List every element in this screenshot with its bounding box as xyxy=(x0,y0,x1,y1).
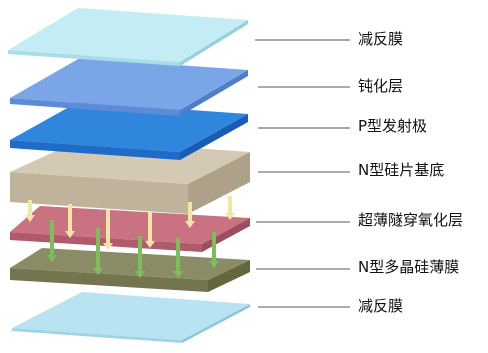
layer-6-front xyxy=(12,328,182,343)
arrow-yellow-3-head xyxy=(145,241,155,248)
arrow-yellow-4-shaft xyxy=(188,202,192,222)
layer-label-passivation: 钝化层 xyxy=(358,77,404,95)
arrow-yellow-2-shaft xyxy=(106,210,110,244)
arrow-green-2 xyxy=(135,236,145,278)
layer-label-tunnel-oxide: 超薄隧穿氧化层 xyxy=(358,211,464,229)
layer-6-top xyxy=(12,292,250,340)
layer-label-anti-reflection-top: 减反膜 xyxy=(358,30,404,48)
arrow-green-1-shaft xyxy=(96,228,100,269)
layer-0-side xyxy=(180,20,248,66)
layer-0-top xyxy=(8,8,248,62)
arrow-green-4-shaft xyxy=(212,232,216,262)
layer-2-front xyxy=(10,140,180,160)
arrow-green-0-shaft xyxy=(50,220,54,256)
arrow-green-1-head xyxy=(93,268,103,275)
arrow-yellow-5-head xyxy=(225,213,235,220)
arrow-green-4 xyxy=(209,232,219,268)
arrow-yellow-2 xyxy=(103,210,113,250)
arrow-yellow-1 xyxy=(65,204,75,238)
arrow-yellow-2-head xyxy=(103,243,113,250)
arrow-yellow-3-shaft xyxy=(148,212,152,242)
arrow-yellow-5 xyxy=(225,196,235,220)
layer-0-front xyxy=(8,50,180,66)
layer-2-top xyxy=(10,102,248,152)
arrow-green-0 xyxy=(47,220,57,262)
arrow-yellow-4 xyxy=(185,202,195,228)
layer-6-side xyxy=(182,304,250,343)
layer-3-front xyxy=(10,172,188,214)
arrow-yellow-1-shaft xyxy=(68,204,72,232)
arrows-group xyxy=(25,196,235,278)
layer-5-side xyxy=(208,260,250,292)
layer-label-n-silicon-substrate: N型硅片基底 xyxy=(358,161,445,179)
layer-2-side xyxy=(180,114,248,160)
arrow-green-3 xyxy=(173,238,183,278)
layer-1-top xyxy=(10,58,248,110)
layers-group xyxy=(8,8,250,343)
arrow-green-1 xyxy=(93,228,103,275)
arrow-green-3-shaft xyxy=(176,238,180,272)
layer-5-front xyxy=(10,268,208,292)
layer-label-anti-reflection-bottom: 减反膜 xyxy=(358,297,404,315)
arrow-green-2-head xyxy=(135,271,145,278)
arrow-yellow-0 xyxy=(25,200,35,222)
layer-label-p-emitter: P型发射极 xyxy=(358,117,428,135)
layer-3-side xyxy=(188,152,250,214)
layer-1-side xyxy=(180,70,248,116)
leader-lines-group xyxy=(255,39,350,308)
arrow-green-0-head xyxy=(47,255,57,262)
arrow-green-2-shaft xyxy=(138,236,142,272)
arrow-yellow-5-shaft xyxy=(228,196,232,214)
arrow-yellow-0-head xyxy=(25,215,35,222)
arrow-yellow-3 xyxy=(145,212,155,248)
arrow-green-4-head xyxy=(209,261,219,268)
arrow-yellow-4-head xyxy=(185,221,195,228)
layer-label-n-polysilicon: N型多晶硅薄膜 xyxy=(358,258,460,276)
arrow-yellow-0-shaft xyxy=(28,200,32,216)
layer-5-top xyxy=(10,248,250,280)
arrow-yellow-1-head xyxy=(65,231,75,238)
layer-1-front xyxy=(10,98,180,116)
arrow-green-3-head xyxy=(173,271,183,278)
